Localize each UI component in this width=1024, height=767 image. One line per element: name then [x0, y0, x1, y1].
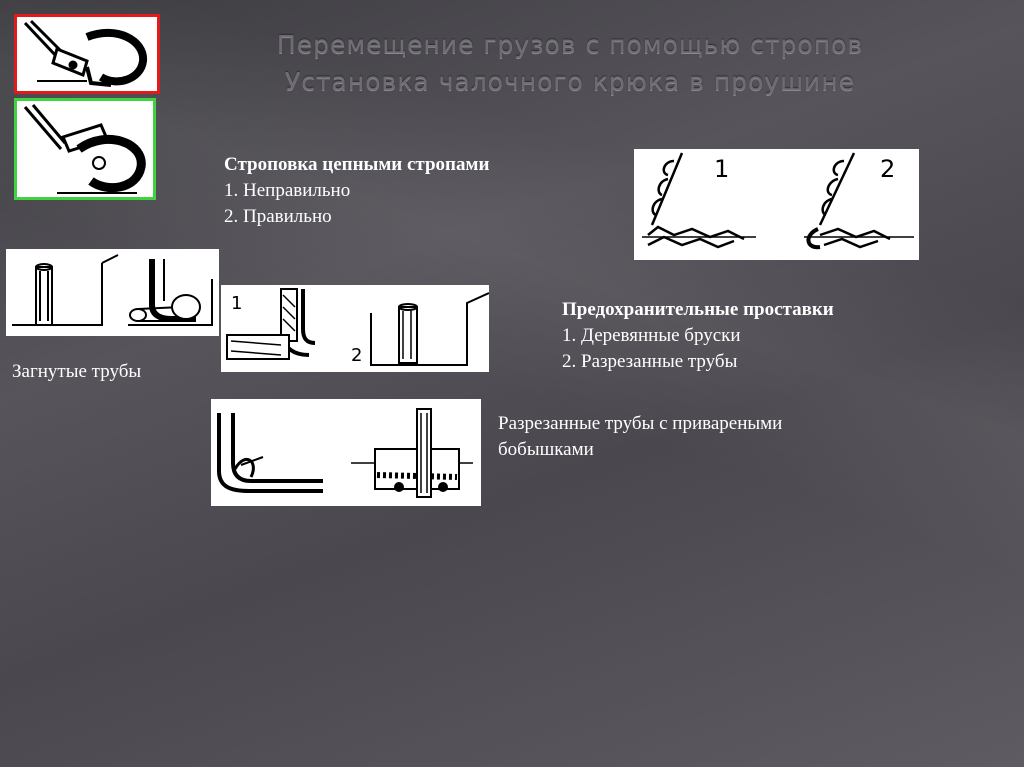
title-line-1: Перемещение грузов с помощью стропов	[276, 30, 864, 59]
hook-right-drawing	[23, 104, 146, 194]
spacers-text: Предохранительные проставки 1. Деревянны…	[562, 297, 834, 375]
welded-pipes-caption-line-1: Разрезанные трубы с привареными	[498, 413, 783, 434]
title-line-2: Установка чалочного крюка в проушине	[285, 67, 855, 96]
chain-slinging-text: Строповка цепными стропами 1. Неправильн…	[224, 152, 489, 230]
spacers-label-1: 1	[231, 293, 242, 314]
chain-label-1: 1	[714, 155, 729, 183]
spacers-image: 1 2	[221, 285, 489, 372]
chain-slings-drawing: 1 2	[642, 152, 914, 250]
chain-slinging-heading: Строповка цепными стропами	[224, 154, 490, 175]
spacers-drawing: 1 2	[226, 288, 489, 366]
spacers-label-2: 2	[351, 345, 362, 366]
bent-pipes-caption: Загнутые трубы	[12, 361, 142, 382]
hook-right-image	[14, 98, 156, 200]
welded-pipes-image	[211, 399, 481, 506]
welded-pipes-caption-line-2: бобышками	[498, 439, 594, 460]
hook-wrong-image	[14, 14, 160, 94]
slide-title: Перемещение грузов с помощью стропов Уст…	[200, 26, 940, 100]
chain-slings-image: 1 2	[634, 149, 919, 260]
bent-pipes-image	[6, 249, 219, 336]
spacers-heading: Предохранительные проставки	[562, 299, 834, 320]
chain-slinging-item-2: 2. Правильно	[224, 206, 332, 227]
bent-pipes-drawing	[12, 254, 213, 326]
spacers-item-1: 1. Деревянные бруски	[562, 325, 741, 346]
hook-wrong-drawing	[23, 19, 148, 87]
welded-pipes-caption: Разрезанные трубы с привареными бобышкам…	[498, 411, 782, 463]
chain-slinging-item-1: 1. Неправильно	[224, 180, 351, 201]
spacers-item-2: 2. Разрезанные трубы	[562, 351, 738, 372]
chain-label-2: 2	[880, 155, 895, 183]
welded-pipes-drawing	[217, 408, 473, 498]
